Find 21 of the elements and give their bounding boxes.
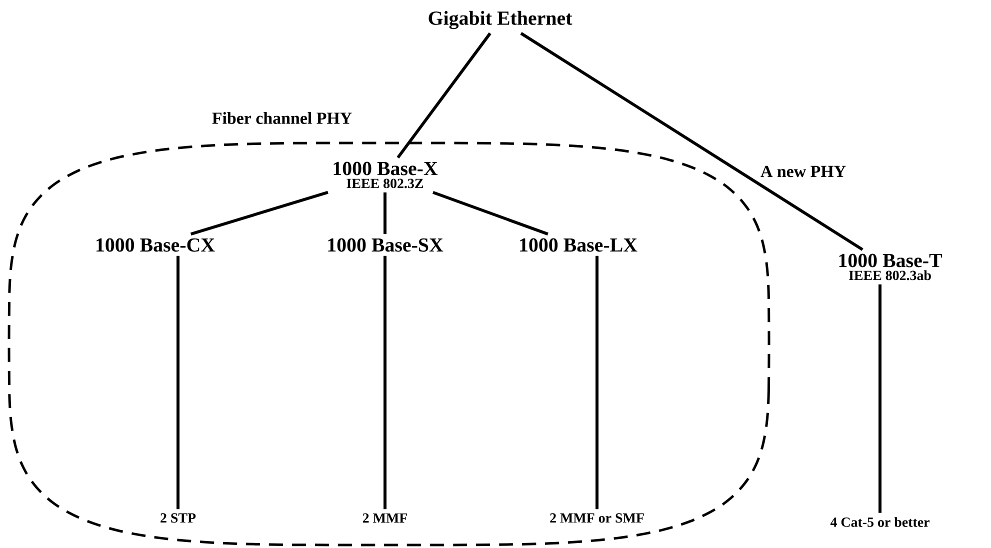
standard-label: Gigabit Ethernet: [428, 10, 572, 30]
connector-line: [384, 192, 386, 234]
standard-label: 1000 Base-SX: [328, 238, 444, 252]
connector-line: [596, 256, 598, 510]
connector-line: [520, 32, 864, 251]
cable-label: 2 MMF: [362, 513, 407, 523]
connector-line: [396, 32, 492, 158]
cable-label: 2 STP: [160, 513, 196, 523]
connector-line: [432, 190, 548, 236]
connector-line: [190, 190, 328, 236]
group-label: Fiber channel PHY: [212, 112, 352, 124]
connector-line: [384, 256, 386, 510]
standard-label: 1000 Base-X IEEE 802.3Z: [334, 162, 438, 188]
edge-label: A new PHY: [760, 166, 846, 178]
cable-label: 2 MMF or SMF: [550, 513, 644, 523]
cable-label: 4 Cat-5 or better: [830, 517, 930, 527]
connector-line: [878, 284, 882, 513]
connector-line: [176, 256, 180, 510]
standard-label: 1000 Base-LX: [520, 238, 638, 252]
standard-label: 1000 Base-CX: [96, 238, 215, 252]
standard-label: 1000 Base-T IEEE 802.3ab: [839, 254, 942, 280]
